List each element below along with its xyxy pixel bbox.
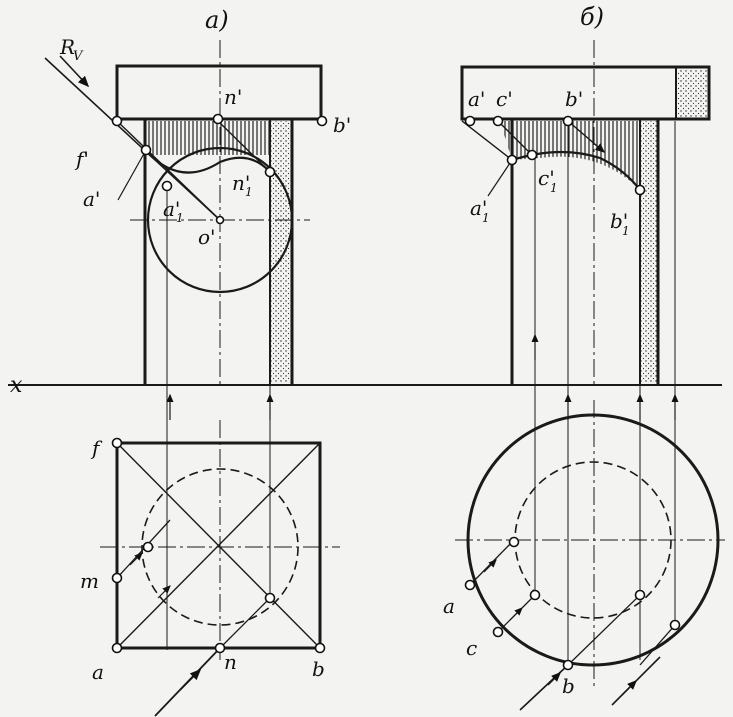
- label-a1-sub-b: 1: [482, 211, 490, 225]
- point-n-prime: [212, 113, 224, 125]
- label-m: m: [80, 569, 99, 593]
- label-b: b: [312, 657, 325, 681]
- label-b-b: b: [562, 674, 575, 698]
- point-b-prime-b: [562, 115, 574, 127]
- leader-a1-b: [487, 159, 513, 197]
- cap-slab-a: [115, 64, 323, 121]
- point-a1-prime: [161, 180, 173, 192]
- column-shade-a: [270, 121, 292, 383]
- label-b-prime-b: b': [565, 87, 583, 111]
- label-plane-r: R: [59, 35, 75, 59]
- label-b-prime: b': [333, 113, 351, 137]
- label-n1-prime: n': [232, 171, 250, 195]
- cap-slab-b: [460, 65, 711, 121]
- ray-m-arrow-a: [129, 552, 143, 566]
- label-b1-sub-b: 1: [622, 224, 630, 238]
- leader-a-prime: [117, 149, 147, 201]
- ray-f-a: [116, 120, 221, 221]
- point-c1-prime-b: [526, 149, 538, 161]
- ray-n-a: [217, 120, 271, 173]
- shadow-hatch-b: [500, 121, 640, 190]
- point-f-prime: [111, 115, 123, 127]
- point-n1: [264, 592, 276, 604]
- point-a-prime-b: [464, 115, 476, 127]
- ray-c-b: [497, 120, 533, 156]
- label-plane-sub: V: [73, 49, 84, 64]
- point-c-b: [492, 626, 504, 638]
- label-a1-sub: 1: [176, 211, 184, 225]
- point-a: [111, 642, 123, 654]
- point-m2: [142, 541, 154, 553]
- ray-right-plan-b: [639, 624, 676, 666]
- label-c-prime-b: c': [496, 87, 513, 111]
- point-b-b: [562, 659, 574, 671]
- point-a-b: [464, 579, 476, 591]
- ray-entry-arrow-b2: [621, 680, 637, 696]
- label-a1-prime-b: a': [470, 196, 487, 220]
- ray-b-b: [567, 120, 606, 153]
- point-b2-b: [634, 589, 646, 601]
- ray-c-arrow-b: [509, 607, 523, 621]
- point-c2-b: [529, 589, 541, 601]
- panel-b-top-view: [455, 400, 725, 711]
- panel-a-top-view: [100, 420, 340, 717]
- x-axis-label: x: [10, 373, 23, 398]
- ray-entry-b: [519, 664, 569, 711]
- ray-entry-arrow-b: [547, 672, 561, 686]
- label-n-prime: n': [224, 85, 242, 109]
- panel-b-front-view: [460, 40, 711, 665]
- label-c1-sub-b: 1: [550, 181, 558, 195]
- point-b-prime: [316, 115, 328, 127]
- label-a1-prime: a': [163, 197, 180, 221]
- panel-b-title: б): [580, 3, 604, 31]
- label-f-prime: f': [74, 147, 89, 171]
- label-o-prime: o': [198, 225, 216, 249]
- point-right-b: [669, 619, 681, 631]
- point-n1-prime: [264, 166, 276, 178]
- point-f: [111, 437, 123, 449]
- point-b: [314, 642, 326, 654]
- label-b1-prime-b: b': [610, 209, 628, 233]
- ray-a-arrow-b: [483, 559, 497, 573]
- ray-a-plan-b: [469, 539, 515, 586]
- point-c-prime-b: [492, 115, 504, 127]
- label-a-prime: a': [83, 187, 100, 211]
- ray-entry-arrow-a: [179, 668, 202, 691]
- point-o-prime: [215, 215, 225, 225]
- panel-a-title: а): [205, 6, 229, 34]
- light-ray-main-a: [44, 57, 221, 221]
- label-c1-prime-b: c': [538, 166, 555, 190]
- label-n: n: [224, 650, 237, 674]
- point-b1-prime-b: [634, 184, 646, 196]
- panel-a-front-view: [44, 40, 328, 650]
- point-a-prime: [140, 144, 152, 156]
- point-a1-prime-b: [506, 154, 518, 166]
- label-a-prime-b: a': [468, 87, 485, 111]
- ray-arrow-a: [59, 55, 90, 88]
- cap-shade-b: [676, 70, 707, 117]
- label-a-b: a: [443, 594, 455, 618]
- label-c-b: c: [466, 636, 477, 660]
- column-shade-b: [640, 121, 658, 383]
- diagonal-2-a: [116, 442, 321, 649]
- ray-b-plan-b: [567, 594, 641, 666]
- ray-n-plan-a: [219, 597, 271, 649]
- ray-a-b: [461, 120, 513, 161]
- point-m: [111, 572, 123, 584]
- label-n1-sub: 1: [245, 185, 253, 199]
- ray-a-arrow-a: [157, 585, 171, 599]
- point-a2-b: [508, 536, 520, 548]
- label-a: a: [92, 660, 104, 684]
- label-f: f: [90, 436, 103, 460]
- point-n: [214, 642, 226, 654]
